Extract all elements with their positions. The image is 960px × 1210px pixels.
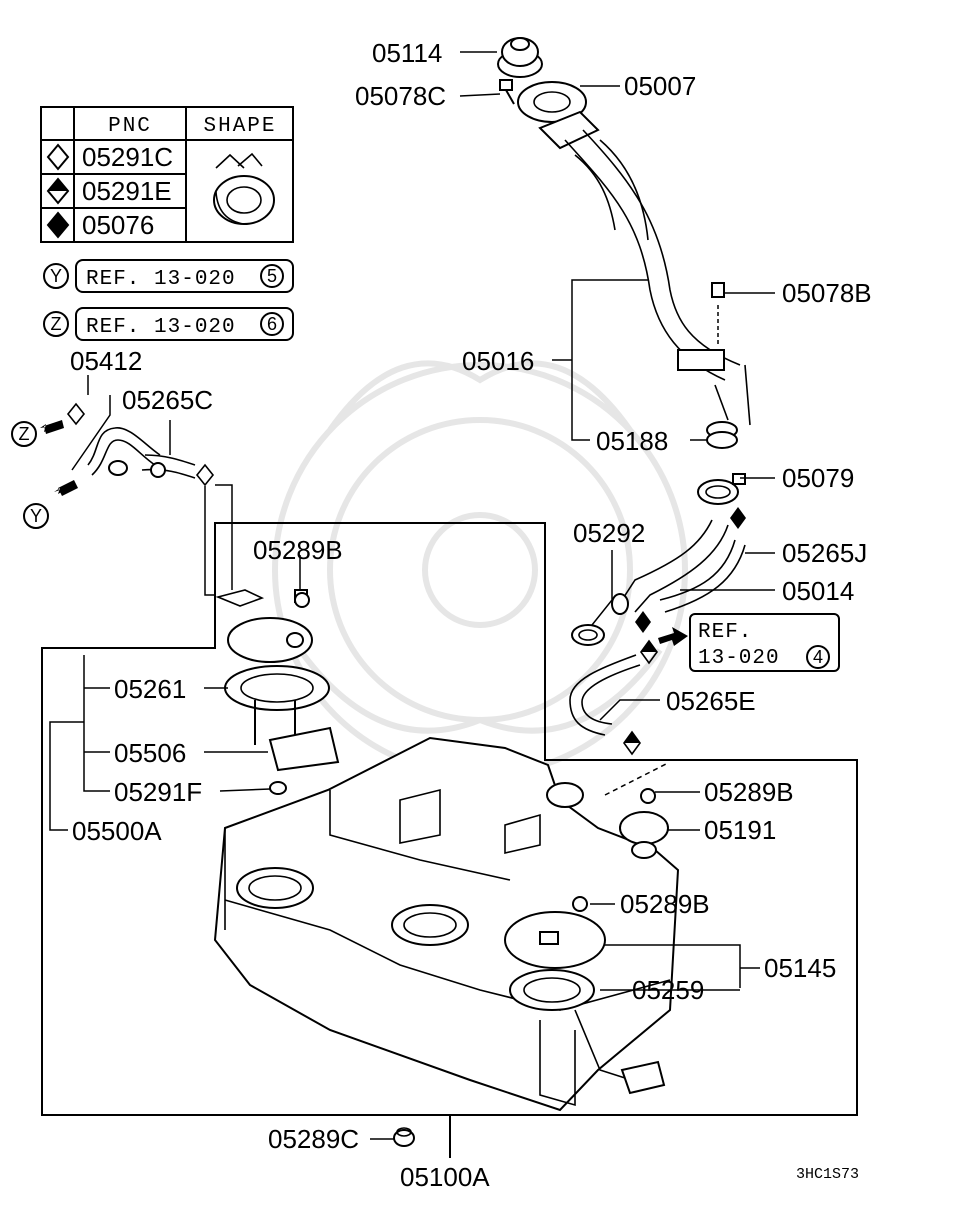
sender-unit-05145-drawing [504, 911, 626, 1079]
ref-y-text: REF. 13-020 [86, 268, 236, 291]
part-label-05265C: 05265C [122, 385, 213, 415]
leader-lines [49, 51, 775, 1158]
fuel-pump-module-drawing [215, 589, 340, 795]
arrow-left-icon [40, 420, 64, 434]
bolt-05078C-drawing [499, 79, 515, 105]
open-diamond-icon [46, 143, 70, 171]
part-label-05500A: 05500A [72, 816, 162, 846]
half-diamond-icon [640, 639, 658, 665]
filled-diamond-icon [46, 211, 70, 239]
part-label-05412: 05412 [70, 346, 142, 376]
arrow-left-icon [54, 480, 78, 496]
diagram-code: 3HC1S73 [796, 1166, 859, 1183]
filler-neck-drawing [538, 110, 751, 426]
cap-05191-drawing [619, 811, 669, 859]
part-label-05261: 05261 [114, 674, 186, 704]
part-labels: 05114 05078C 05007 05078B 05016 05188 05… [70, 38, 872, 1192]
part-label-05079: 05079 [782, 463, 854, 493]
legend-pnc-05291C: 05291C [82, 142, 173, 172]
part-label-05007: 05007 [624, 71, 696, 101]
legend-header-shape: SHAPE [203, 115, 276, 138]
filled-diamond-icon [730, 507, 746, 529]
part-label-05506: 05506 [114, 738, 186, 768]
ref-main-num: 4 [813, 647, 823, 667]
ref-main-box: REF. 13-020 4 [689, 613, 840, 672]
ref-main-line1: REF. [698, 621, 752, 644]
marker-z-icon [11, 421, 37, 447]
marker-z-icon [43, 311, 69, 337]
part-label-05289B-right: 05289B [704, 777, 794, 807]
part-label-05100A: 05100A [400, 1162, 490, 1192]
part-label-05289B-mid: 05289B [620, 889, 710, 919]
nut-05289B-drawing [294, 592, 656, 912]
marker-y-icon [43, 263, 69, 289]
hose-05265C-drawing [141, 454, 196, 479]
part-label-05265E: 05265E [666, 686, 756, 716]
gasket-drawing [517, 81, 587, 123]
part-label-05265J: 05265J [782, 538, 867, 568]
part-label-05259: 05259 [632, 975, 704, 1005]
fuel-cap-drawing [497, 37, 543, 78]
ref-z-row: Z REF. 13-020 6 [43, 307, 294, 341]
marker-z-label: Z [51, 314, 62, 334]
marker-z-label: Z [19, 424, 30, 444]
hose-05014-drawing [611, 519, 729, 615]
assembly-outline [41, 522, 858, 1116]
ref-y-num: 5 [267, 266, 277, 286]
ref-main-line2: 13-020 [698, 647, 780, 670]
part-label-05291F: 05291F [114, 777, 202, 807]
part-label-05289C: 05289C [268, 1124, 359, 1154]
drain-plug-05289C-drawing [393, 1127, 415, 1147]
ref-z-text: REF. 13-020 [86, 316, 236, 339]
hose-05188-drawing [706, 421, 738, 449]
hose-clamp-icon [213, 152, 275, 225]
open-diamond-icon [195, 463, 215, 487]
hose-05265E-drawing [569, 654, 641, 736]
legend-pnc-05291E: 05291E [82, 176, 172, 206]
part-label-05289B-top: 05289B [253, 535, 343, 565]
open-diamond-icon [66, 402, 86, 426]
part-label-05078C: 05078C [355, 81, 446, 111]
clamp-05292-drawing [571, 624, 605, 646]
legend-table: PNC SHAPE 05291C 05291E 05076 [40, 106, 294, 243]
hose-05412-drawing [87, 427, 161, 476]
hose-05265J-drawing [659, 539, 746, 613]
clamp-05079-drawing [697, 473, 746, 505]
arrow-right-icon [658, 627, 688, 646]
half-diamond-icon [46, 177, 70, 205]
ref-z-num: 6 [267, 314, 277, 334]
marker-y-label: Y [50, 266, 62, 286]
part-label-05016: 05016 [462, 346, 534, 376]
part-label-05191: 05191 [704, 815, 776, 845]
part-label-05078B: 05078B [782, 278, 872, 308]
marker-y-icon [23, 503, 49, 529]
part-label-05292: 05292 [573, 518, 645, 548]
ref-y-row: Y REF. 13-020 5 [43, 259, 294, 293]
filled-diamond-icon [635, 611, 651, 633]
half-diamond-icon [623, 730, 641, 756]
marker-y-label: Y [30, 506, 42, 526]
part-label-05114: 05114 [372, 38, 442, 68]
part-label-05014: 05014 [782, 576, 854, 606]
part-label-05188: 05188 [596, 426, 668, 456]
legend-header-pnc: PNC [108, 115, 152, 138]
legend-pnc-05076: 05076 [82, 210, 154, 240]
part-label-05145: 05145 [764, 953, 836, 983]
